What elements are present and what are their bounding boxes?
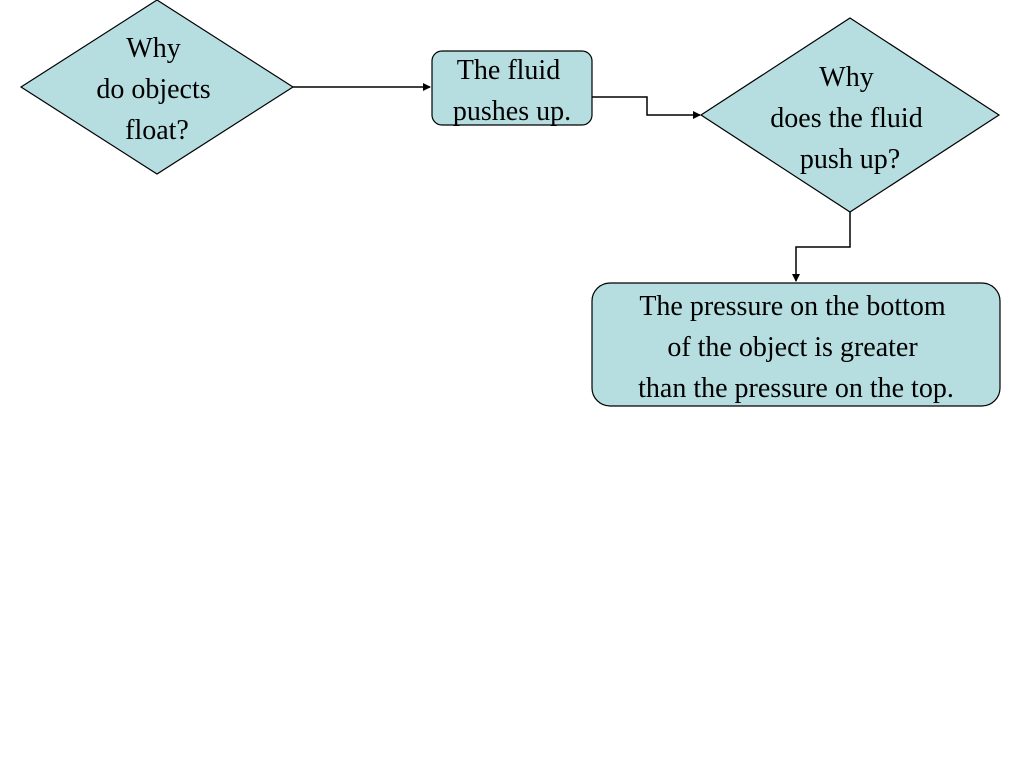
node-text-line: pushes up. xyxy=(453,96,571,127)
node-text-line: do objects xyxy=(96,74,210,105)
rounded-rect-shape xyxy=(591,282,1001,407)
node-text-line: The fluid xyxy=(457,55,560,86)
node-text-line: The pressure on the bottom xyxy=(639,291,946,322)
node-text-line: of the object is greater xyxy=(667,332,918,363)
node-text-line: Why xyxy=(126,33,180,64)
decision-node-why-float: Why do objects float? xyxy=(19,0,295,175)
decision-node-why-fluid-push-up: Why does the fluid push up? xyxy=(699,17,1001,213)
node-text-line: than the pressure on the top. xyxy=(638,373,954,404)
rounded-rect-shape xyxy=(431,50,593,126)
node-text-line: Why xyxy=(819,62,873,93)
svg-text:The pressure on the bottom: The pressure on the bottom of the object… xyxy=(638,291,954,404)
svg-text:Why do objects flo: Why do objects float? xyxy=(96,33,217,146)
svg-text:The fluid pushes up.: The fluid pushes up. xyxy=(453,55,571,127)
node-text-line: float? xyxy=(125,115,189,146)
process-node-pressure-difference: The pressure on the bottom of the object… xyxy=(591,282,1001,407)
edge-q2-to-a2 xyxy=(792,212,851,282)
node-text-line: push up? xyxy=(800,144,900,175)
process-node-fluid-pushes-up: The fluid pushes up. xyxy=(431,50,593,127)
diamond-shape xyxy=(699,17,1001,213)
edge-a1-to-q2 xyxy=(592,96,701,119)
node-text-line: does the fluid xyxy=(770,103,922,134)
diamond-shape xyxy=(19,0,295,175)
svg-text:Why does the fluid: Why does the fluid push up? xyxy=(770,62,929,175)
